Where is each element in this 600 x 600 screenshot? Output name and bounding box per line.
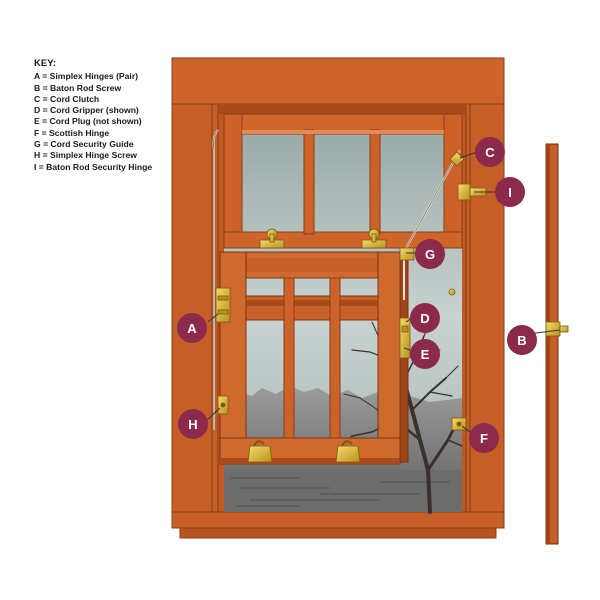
cord-security-guide-g	[400, 248, 414, 260]
baton-rod	[546, 144, 568, 544]
callout-h: H	[178, 409, 208, 439]
scottish-hinge-f	[452, 418, 466, 430]
callout-e-label: E	[421, 347, 430, 362]
callout-i: I	[495, 177, 525, 207]
callout-a-label: A	[187, 321, 197, 336]
callout-f-label: F	[480, 431, 488, 446]
callout-d: D	[410, 303, 440, 333]
callout-b: B	[507, 325, 537, 355]
callout-e: E	[410, 339, 440, 369]
simplex-hinge-a	[216, 288, 230, 322]
callout-a: A	[177, 313, 207, 343]
callout-c-label: C	[485, 145, 495, 160]
simplex-hinge-screw-h	[218, 396, 228, 414]
callout-g-label: G	[425, 247, 435, 262]
callout-i-label: I	[508, 185, 512, 200]
baton-rod-screw	[546, 322, 568, 336]
callout-c: C	[475, 137, 505, 167]
cord-gripper-d	[400, 318, 410, 358]
callout-b-label: B	[517, 333, 526, 348]
callout-f: F	[469, 423, 499, 453]
callout-h-label: H	[188, 417, 197, 432]
callout-g: G	[415, 239, 445, 269]
callout-d-label: D	[420, 311, 429, 326]
